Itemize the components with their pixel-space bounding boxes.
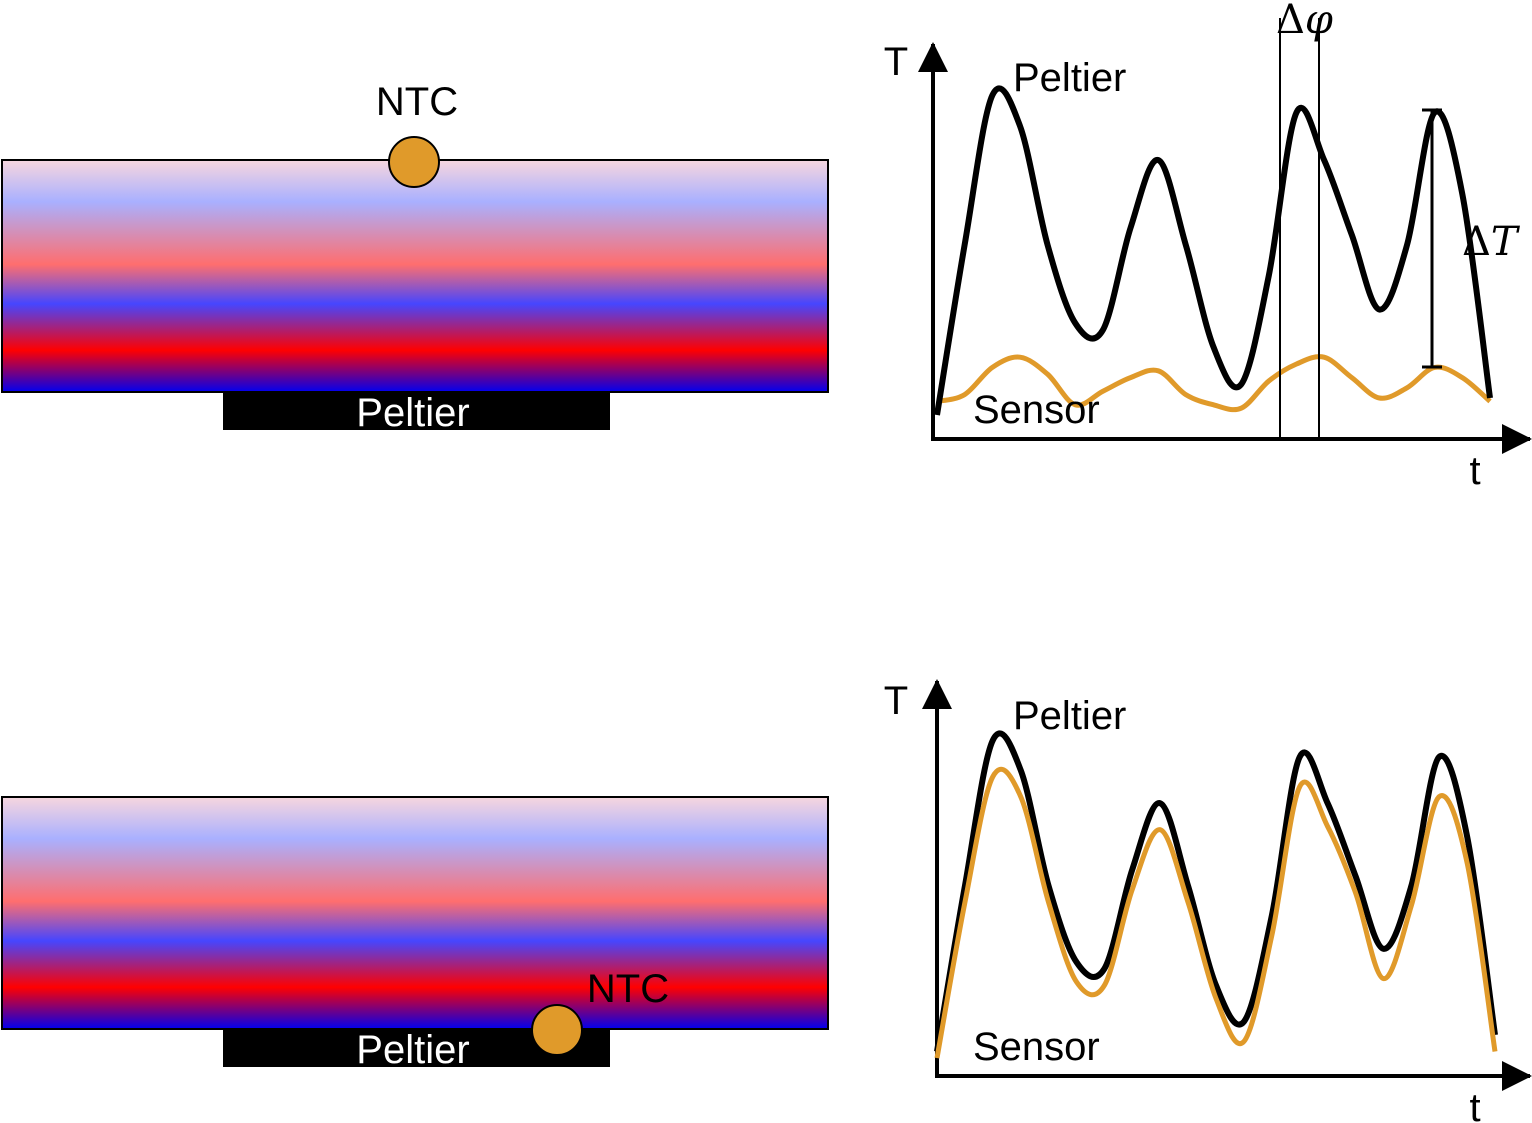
bottom-ntc-label: NTC <box>587 967 669 1011</box>
bottom-y-axis-label: T <box>884 679 908 723</box>
bottom-block-diagram: Peltier NTC <box>1 796 829 1072</box>
bottom-chart: T t Peltier Sensor <box>884 679 1532 1123</box>
bottom-peltier-curve <box>934 730 1498 1052</box>
top-ntc-sensor <box>388 136 440 188</box>
bottom-ntc-sensor <box>531 1004 583 1056</box>
top-ntc-label: NTC <box>376 80 458 124</box>
bottom-sample-block <box>1 796 829 1030</box>
top-phase-shift-label: Δφ <box>1276 0 1333 43</box>
top-sensor-curve <box>936 354 1492 413</box>
top-peltier-label: Peltier <box>356 391 469 435</box>
top-block-diagram: Peltier NTC <box>1 80 829 435</box>
top-amplitude-marker <box>1422 108 1442 369</box>
bottom-x-axis-label: t <box>1469 1086 1480 1123</box>
top-sample-block <box>1 159 829 393</box>
top-peltier-curve-label: Peltier <box>1013 56 1126 100</box>
bottom-sensor-curve <box>934 766 1498 1059</box>
bottom-peltier-label: Peltier <box>356 1028 469 1072</box>
top-amplitude-label: ΔT <box>1462 219 1521 265</box>
top-peltier-element <box>223 392 610 430</box>
top-sensor-curve-label: Sensor <box>973 388 1100 432</box>
top-y-axis-label: T <box>884 40 908 84</box>
bottom-peltier-curve-label: Peltier <box>1013 694 1126 738</box>
top-peltier-curve <box>934 85 1493 416</box>
bottom-sensor-curve-label: Sensor <box>973 1025 1100 1069</box>
top-chart: T t Peltier Sensor Δφ ΔT <box>884 0 1532 493</box>
top-x-axis-label: t <box>1469 449 1480 493</box>
